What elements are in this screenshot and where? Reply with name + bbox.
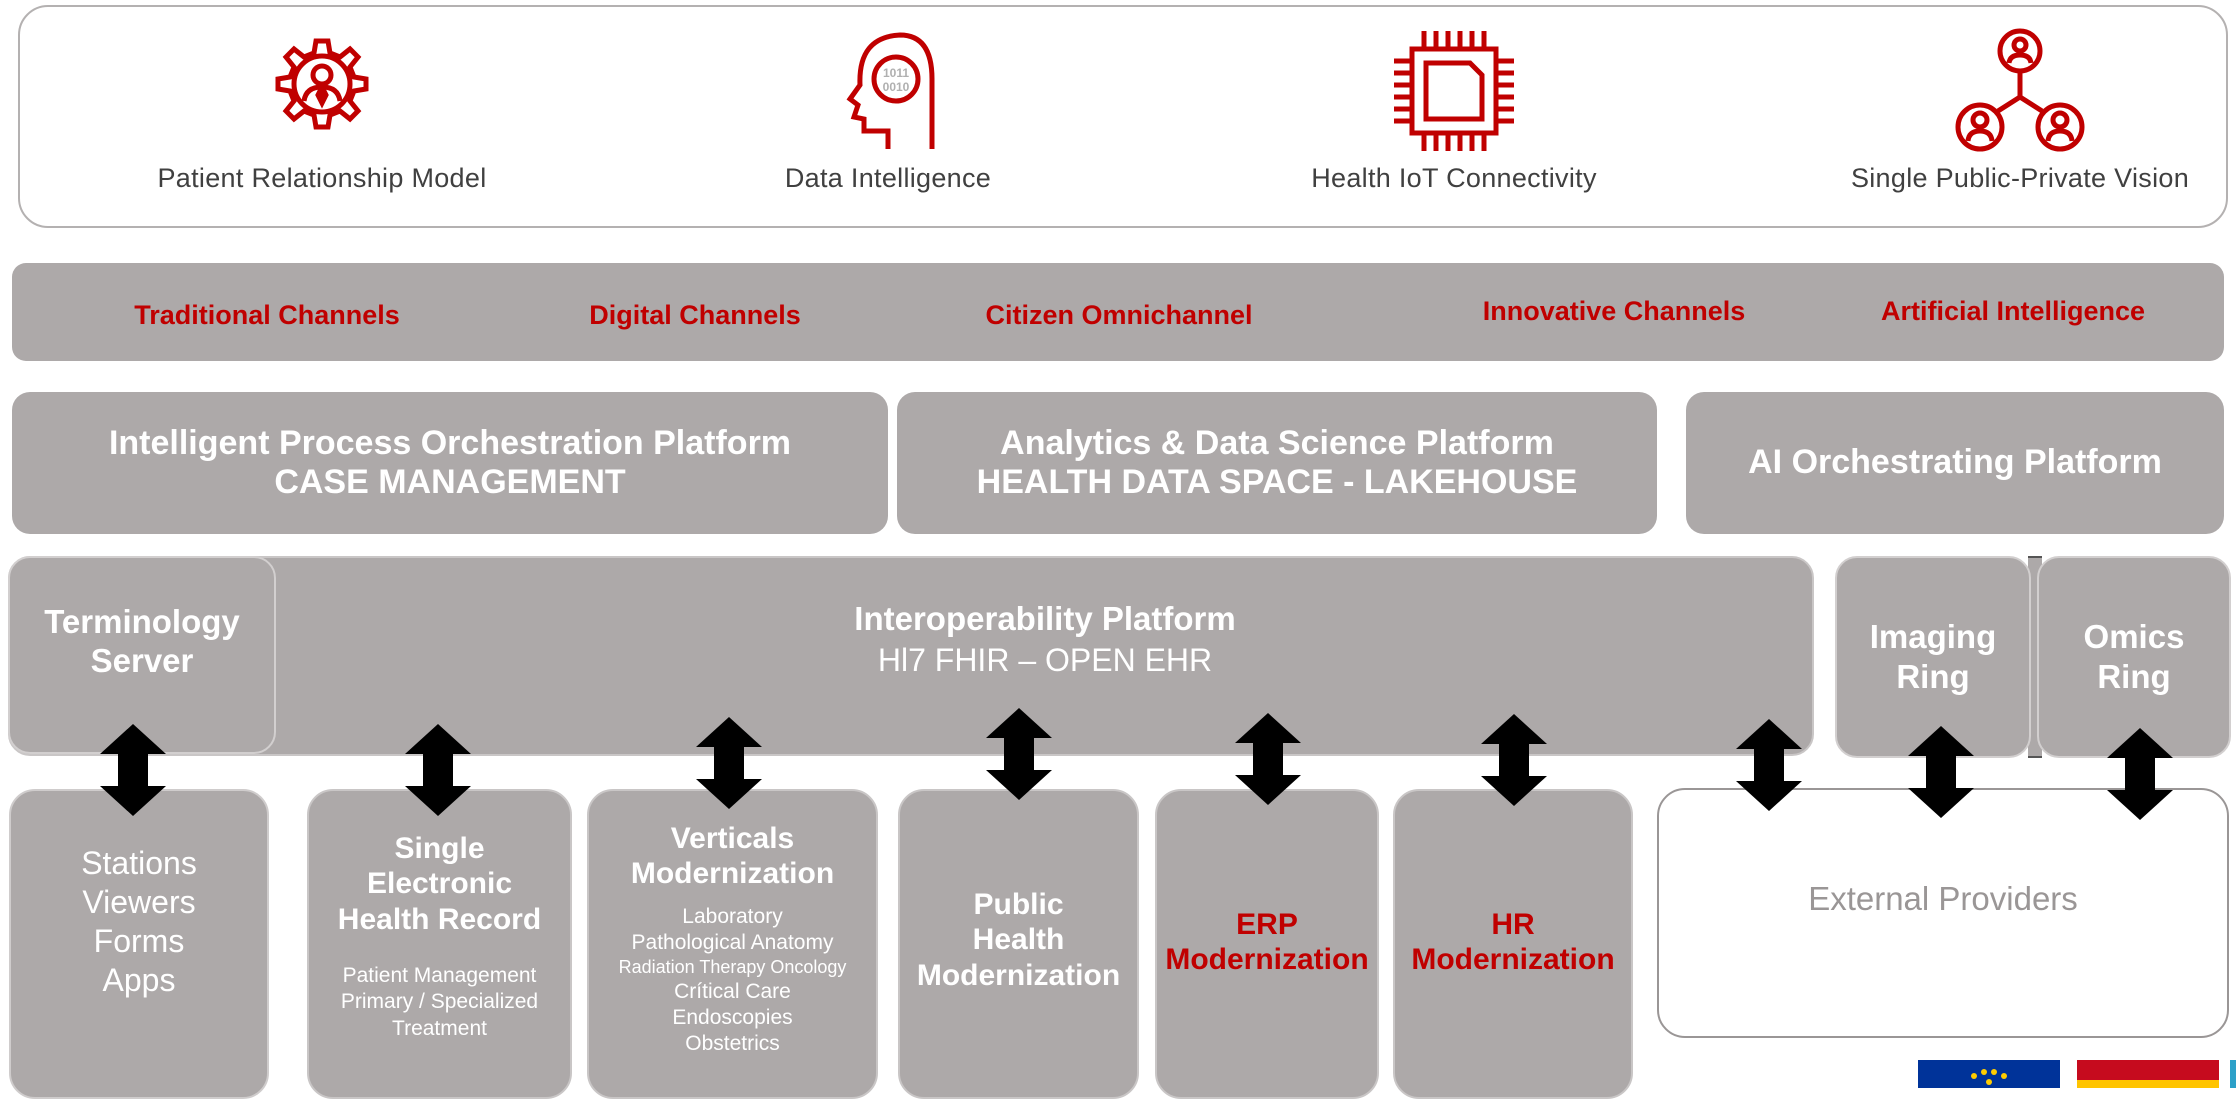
public-health-line: Public (973, 888, 1064, 921)
verticals-item: Pathological Anatomy (631, 931, 834, 955)
hr-module: HR Modernization (1393, 789, 1633, 1099)
vision-item-iot: Health IoT Connectivity (1194, 27, 1714, 194)
terminology-line1: Terminology (44, 603, 240, 641)
omics-ring: Omics Ring (2037, 556, 2231, 758)
public-health-module: Public Health Modernization (898, 789, 1139, 1099)
verticals-item: Endoscopies (672, 1006, 793, 1030)
double-arrow-icon (2107, 728, 2173, 820)
external-providers: External Providers (1657, 788, 2229, 1038)
spain-flag-icon (2077, 1060, 2219, 1088)
double-arrow-icon (1235, 713, 1301, 805)
ehr-module: Single Electronic Health Record Patient … (307, 789, 572, 1099)
double-arrow-icon (100, 724, 166, 816)
ai-orchestrating-platform: AI Orchestrating Platform (1686, 392, 2224, 534)
ehr-item: Primary / Specialized (340, 990, 539, 1014)
stations-item: Viewers (82, 883, 196, 920)
terminology-server: Terminology Server (8, 556, 276, 754)
imaging-line2: Ring (1896, 658, 1970, 695)
double-arrow-icon (986, 708, 1052, 800)
chip-icon (1394, 31, 1514, 151)
verticals-module: Verticals Modernization Laboratory Patho… (587, 789, 878, 1099)
stations-item: Forms (93, 923, 185, 959)
stations-item: Stations (81, 844, 197, 881)
stations-module: Stations Viewers Forms Apps (9, 789, 269, 1099)
vision-item-data-intelligence: 1011 0010 Data Intelligence (628, 27, 1148, 194)
vision-item-patient-relationship: Patient Relationship Model (62, 27, 582, 194)
erp-module: ERP Modernization (1155, 789, 1379, 1099)
verticals-item: Radiation Therapy Oncology (618, 957, 847, 978)
vision-label: Single Public-Private Vision (1850, 163, 2190, 193)
ehr-title-line: Health Record (337, 902, 542, 936)
vision-label: Patient Relationship Model (157, 163, 487, 193)
platform-subtitle: CASE MANAGEMENT (274, 463, 626, 501)
binary-text-1: 1011 (883, 66, 909, 80)
verticals-item: Laboratory (682, 904, 783, 928)
channel-artificial-intelligence: Artificial Intelligence (1880, 296, 2146, 326)
verticals-item: Obstetrics (685, 1032, 780, 1056)
stations-item: Apps (102, 962, 176, 999)
channels-bar: Traditional Channels Digital Channels Ci… (12, 263, 2224, 361)
double-arrow-icon (405, 724, 471, 816)
omics-line1: Omics (2083, 618, 2185, 656)
imaging-ring: Imaging Ring (1835, 556, 2031, 758)
verticals-title-line: Verticals (670, 822, 795, 855)
people-network-icon (1955, 28, 2085, 152)
platform-title: Intelligent Process Orchestration Platfo… (108, 423, 792, 462)
vision-label: Health IoT Connectivity (1311, 163, 1597, 193)
double-arrow-icon (1908, 726, 1974, 818)
vision-label: Data Intelligence (784, 163, 992, 193)
hr-line: Modernization (1411, 943, 1615, 977)
analytics-platform: Analytics & Data Science Platform HEALTH… (897, 392, 1657, 534)
ehr-title-line: Single (394, 832, 485, 865)
vision-item-public-private: Single Public-Private Vision (1760, 27, 2236, 194)
double-arrow-icon (1481, 714, 1547, 806)
binary-text-2: 0010 (883, 80, 910, 94)
verticals-title-line: Modernization (630, 857, 835, 891)
external-label: External Providers (1808, 880, 2078, 917)
erp-line: ERP (1236, 908, 1298, 941)
channel-traditional: Traditional Channels (134, 300, 400, 330)
channel-citizen-omnichannel: Citizen Omnichannel (985, 300, 1253, 330)
flag-edge (2230, 1060, 2236, 1088)
gear-person-icon (275, 38, 369, 130)
ehr-title-line: Electronic (366, 867, 513, 901)
ehr-item: Treatment (392, 1016, 487, 1040)
platform-title: Analytics & Data Science Platform (1000, 423, 1554, 462)
process-orchestration-platform: Intelligent Process Orchestration Platfo… (12, 392, 888, 534)
head-binary-icon: 1011 0010 (846, 32, 935, 149)
terminology-line2: Server (90, 642, 194, 679)
channel-digital: Digital Channels (589, 300, 801, 330)
omics-line2: Ring (2097, 658, 2171, 695)
erp-line: Modernization (1165, 943, 1369, 977)
double-arrow-icon (1736, 719, 1802, 811)
platform-subtitle: HEALTH DATA SPACE - LAKEHOUSE (976, 463, 1578, 501)
hr-line: HR (1491, 908, 1535, 941)
vision-panel: Patient Relationship Model 1011 0010 Dat… (18, 5, 2228, 228)
platform-title: AI Orchestrating Platform (1748, 443, 2162, 482)
ehr-item: Patient Management (342, 964, 537, 988)
channel-innovative: Innovative Channels (1482, 296, 1746, 326)
verticals-item: Crítical Care (674, 979, 791, 1003)
eu-flag-icon (1918, 1060, 2060, 1088)
imaging-line1: Imaging (1869, 618, 1997, 656)
public-health-line: Health (972, 923, 1065, 957)
public-health-line: Modernization (916, 958, 1121, 992)
double-arrow-icon (696, 717, 762, 809)
interop-title: Interoperability Platform (854, 599, 1236, 637)
interop-subtitle: Hl7 FHIR – OPEN EHR (877, 641, 1213, 678)
